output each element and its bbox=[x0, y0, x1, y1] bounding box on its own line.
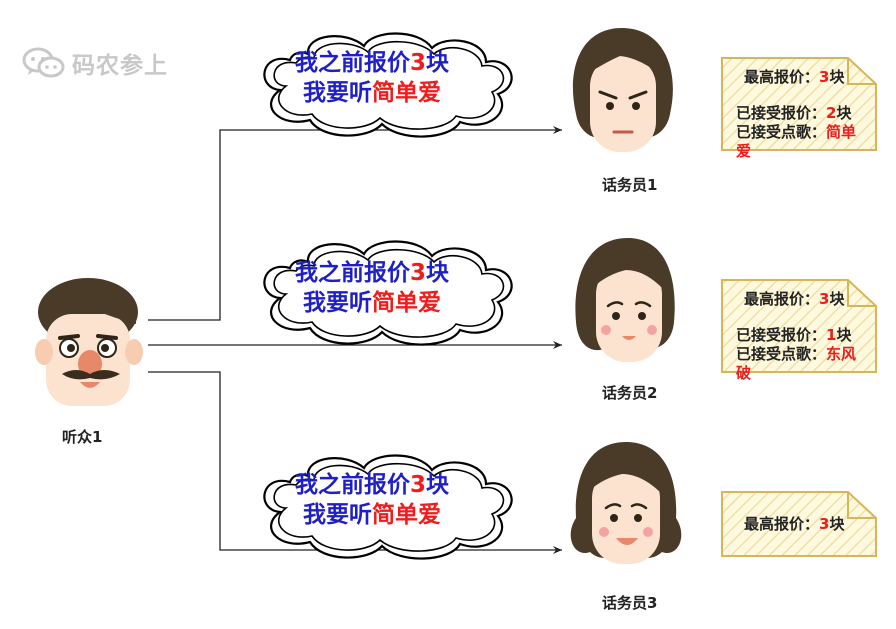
listener-label: 听众1 bbox=[62, 428, 103, 446]
cloud-text-2: 我之前报价3块 我要听简单爱 bbox=[294, 260, 449, 316]
wechat-icon bbox=[22, 47, 65, 78]
operator-1-avatar bbox=[572, 28, 673, 152]
note-3-shape bbox=[721, 491, 877, 557]
note-1-text: 最高报价：3块 已接受报价：2块 已接受点歌：简单爱 bbox=[736, 68, 857, 160]
cloud-text-3: 我之前报价3块 我要听简单爱 bbox=[294, 472, 449, 528]
operator-3-label: 话务员3 bbox=[602, 594, 658, 612]
listener-avatar bbox=[35, 278, 143, 406]
note-2-text: 最高报价：3块 已接受报价：1块 已接受点歌：东风破 bbox=[736, 290, 857, 382]
cloud-text-1: 我之前报价3块 我要听简单爱 bbox=[294, 50, 449, 106]
watermark: 码农参上 bbox=[22, 46, 168, 80]
operator-1-label: 话务员1 bbox=[602, 176, 658, 194]
operator-2-avatar bbox=[575, 238, 675, 362]
note-3-text: 最高报价：3块 bbox=[744, 515, 845, 533]
operator-2-label: 话务员2 bbox=[602, 384, 658, 402]
note-2-shape bbox=[721, 279, 877, 373]
operator-3-avatar bbox=[570, 442, 682, 564]
watermark-text: 码农参上 bbox=[72, 53, 168, 79]
note-1-shape bbox=[721, 57, 877, 151]
